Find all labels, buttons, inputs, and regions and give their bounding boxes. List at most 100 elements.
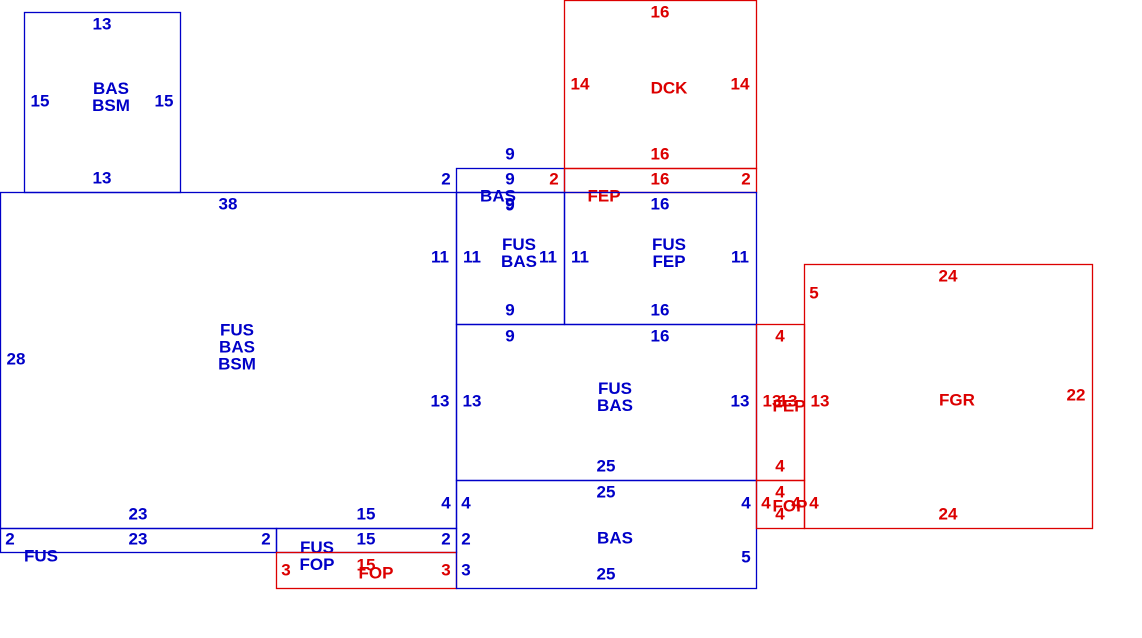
dimension-label: 4 bbox=[809, 494, 819, 513]
dimension-label: 15 bbox=[357, 556, 376, 575]
area-code-label: FUS bbox=[598, 379, 632, 398]
dimension-label: 24 bbox=[939, 267, 958, 286]
area-code-label: BAS bbox=[219, 338, 255, 357]
area-code-label: FEP bbox=[652, 252, 685, 271]
area-code-label: FGR bbox=[939, 391, 975, 410]
area-code-label: BSM bbox=[92, 96, 130, 115]
dimension-label: 2 bbox=[461, 530, 470, 549]
area-fgr: FGR 24 24 5 22 bbox=[803, 263, 1094, 530]
dimension-label: 14 bbox=[731, 75, 750, 94]
dimension-label: 4 bbox=[775, 483, 785, 502]
area-code-label: FUS bbox=[502, 235, 536, 254]
dimension-label: 16 bbox=[651, 3, 670, 22]
dimension-label: 11 bbox=[431, 248, 449, 267]
dimension-label: 4 bbox=[775, 505, 785, 524]
dimension-label: 13 bbox=[731, 392, 750, 411]
area-code-label: FOP bbox=[300, 555, 335, 574]
area-code-label: BAS bbox=[597, 529, 633, 548]
dimension-label: 23 bbox=[129, 505, 148, 524]
area-code-label: BAS bbox=[93, 79, 129, 98]
dimension-label: 9 bbox=[505, 327, 514, 346]
area-code-label: DCK bbox=[651, 79, 689, 98]
area-code-label: BAS bbox=[501, 252, 537, 271]
dimension-label: 16 bbox=[651, 301, 670, 320]
dimension-label: 11 bbox=[571, 248, 589, 267]
area-fus-strip-left: FUS 23 2 2 bbox=[0, 527, 278, 566]
dimension-label: 16 bbox=[651, 170, 670, 189]
dimension-label: 4 bbox=[741, 494, 751, 513]
dimension-label: 16 bbox=[651, 145, 670, 164]
dimension-label: 25 bbox=[597, 565, 616, 584]
dimension-label: 4 bbox=[791, 494, 801, 513]
dimension-label: 3 bbox=[281, 561, 290, 580]
dimension-label: 2 bbox=[441, 530, 450, 549]
dimension-label: 4 bbox=[461, 494, 471, 513]
area-bas-bottom: BAS 25 25 4 2 3 4 5 bbox=[455, 479, 758, 590]
dimension-label: 11 bbox=[539, 248, 557, 267]
dimension-label: 9 bbox=[505, 145, 514, 164]
dimension-label: 13 bbox=[93, 169, 112, 188]
dimension-label: 22 bbox=[1067, 386, 1086, 405]
dimension-label: 11 bbox=[463, 248, 481, 267]
dimension-label: 25 bbox=[597, 483, 616, 502]
dimension-label: 2 bbox=[741, 170, 750, 189]
dimension-label: 38 bbox=[219, 195, 238, 214]
area-code-label: FUS bbox=[220, 321, 254, 340]
dimension-label: 13 bbox=[463, 392, 482, 411]
area-outline bbox=[455, 479, 758, 590]
dimension-label: 3 bbox=[461, 561, 470, 580]
dimension-label: 2 bbox=[5, 530, 14, 549]
dimension-label: 4 bbox=[775, 457, 785, 476]
dimension-label: 23 bbox=[129, 530, 148, 549]
area-code-label: BAS bbox=[480, 187, 516, 206]
dimension-label: 13 bbox=[811, 392, 830, 411]
dimension-label: 3 bbox=[441, 561, 450, 580]
dimension-label: 25 bbox=[597, 457, 616, 476]
area-code-label: BAS bbox=[597, 396, 633, 415]
dimension-label: 9 bbox=[505, 196, 514, 215]
dimension-label: 15 bbox=[31, 92, 50, 111]
area-outline bbox=[803, 263, 1094, 530]
area-code-label: FOP bbox=[773, 497, 808, 516]
dimension-label: 13 bbox=[763, 392, 782, 411]
dimension-label: 9 bbox=[505, 301, 514, 320]
dimension-label: 11 bbox=[731, 248, 749, 267]
dimension-label: 5 bbox=[741, 548, 750, 567]
dimension-label: 13 bbox=[779, 392, 798, 411]
dimension-label: 5 bbox=[809, 284, 818, 303]
dimension-label: 15 bbox=[357, 530, 376, 549]
dimension-label: 4 bbox=[775, 327, 785, 346]
dimension-label: 13 bbox=[93, 15, 112, 34]
dimension-label: 14 bbox=[571, 75, 590, 94]
dimension-label: 16 bbox=[651, 327, 670, 346]
dimension-label: 2 bbox=[261, 530, 270, 549]
dimension-label: 9 bbox=[505, 170, 514, 189]
dimension-label: 28 bbox=[7, 350, 26, 369]
area-dck: DCK 16 16 14 14 bbox=[563, 0, 758, 170]
dimension-label: 9 bbox=[505, 195, 514, 214]
dimension-label: 15 bbox=[357, 505, 376, 524]
dimension-label: 2 bbox=[441, 170, 450, 189]
area-outline bbox=[563, 0, 758, 170]
area-code-label: FEP bbox=[772, 397, 805, 416]
dimension-label: 24 bbox=[939, 505, 958, 524]
dimension-label: 13 bbox=[431, 392, 450, 411]
area-code-label: BSM bbox=[218, 355, 256, 374]
dimension-label: 4 bbox=[441, 494, 451, 513]
area-code-label: FEP bbox=[587, 187, 620, 206]
dimension-label: 16 bbox=[651, 195, 670, 214]
area-code-label: FUS bbox=[24, 547, 58, 566]
area-code-label: FOP bbox=[359, 564, 394, 583]
dimension-label: 15 bbox=[155, 92, 174, 111]
dimension-label: 4 bbox=[761, 494, 771, 513]
